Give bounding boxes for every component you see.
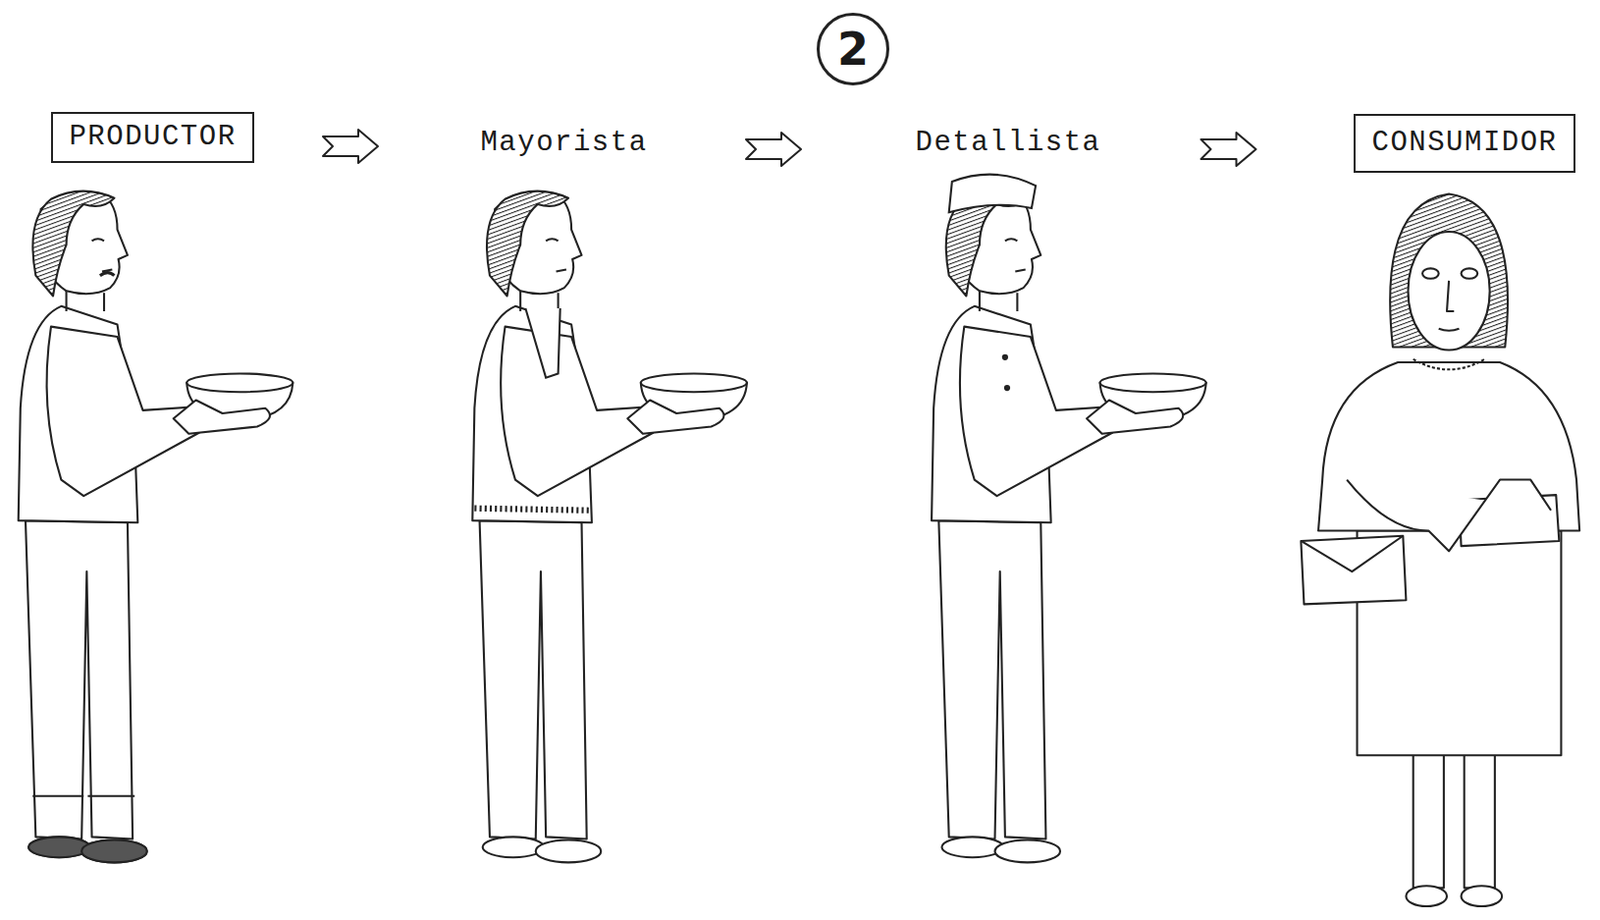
role-box: PRODUCTOR (51, 111, 255, 163)
role-label: Detallista (897, 117, 1120, 169)
role-name: CONSUMIDOR (1371, 126, 1557, 161)
callout-circle: 2 (815, 11, 891, 87)
role-name: Detallista (914, 126, 1101, 161)
flow-arrow (746, 132, 801, 166)
flow-arrow (322, 129, 378, 163)
flow-arrow (1201, 132, 1257, 166)
role-label: Mayorista (462, 117, 666, 169)
role-name: Mayorista (480, 126, 647, 161)
callout-number: 2 (837, 26, 869, 72)
role-box: CONSUMIDOR (1353, 113, 1576, 173)
role-name: PRODUCTOR (68, 120, 236, 156)
